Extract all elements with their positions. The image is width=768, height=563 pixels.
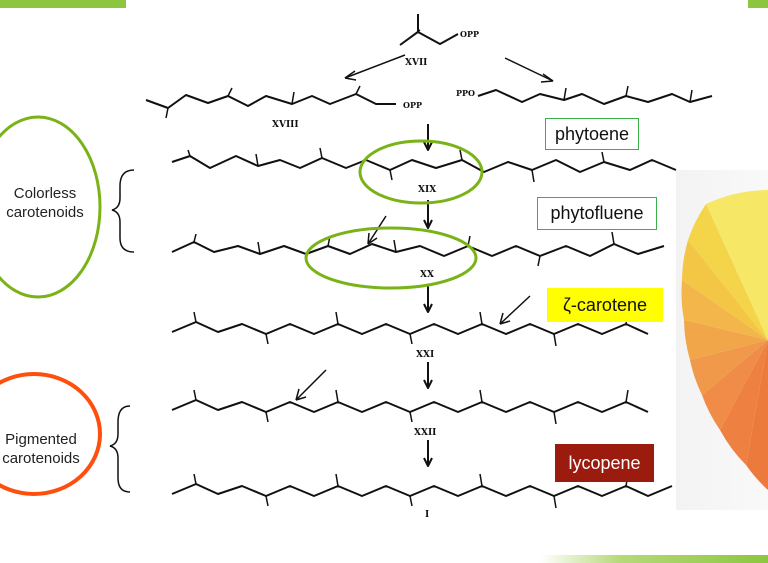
ppo-label: PPO [456,88,475,98]
pigmented-line-2: carotenoids [2,450,80,467]
highlight-oval-xix [358,139,484,205]
compound-label-i: I [425,510,430,520]
top-left-accent-bar [0,0,126,8]
phytofluene-label: phytofluene [537,197,657,230]
highlight-oval-xx [304,226,478,290]
colorless-group-oval [0,115,102,299]
phytoene-label: phytoene [545,118,639,150]
compound-label-xviii: XVIII [272,120,299,130]
colorless-line-1: Colorless [13,185,77,202]
compound-label-xx: XX [420,270,434,280]
compound-label-xix: XIX [418,185,437,195]
pigmented-carotenoids-text: Pigmented carotenoids [0,430,96,468]
compound-label-xxi: XXI [416,350,435,360]
pigmented-group-oval [0,372,102,496]
color-fan-panel [676,170,768,510]
bottom-right-accent-bar [540,555,768,563]
pigmented-brace [109,405,131,493]
pigmented-line-1: Pigmented [5,431,77,448]
colorless-carotenoids-text: Colorless carotenoids [0,184,100,222]
lycopene-label: lycopene [555,444,654,482]
color-fan-graphic [681,190,768,490]
zeta-carotene-label: ζ-carotene [547,288,663,322]
compound-label-xvii: XVII [405,58,428,68]
compound-label-xxii: XXII [414,428,437,438]
colorless-brace [111,169,135,253]
opp-label-top: OPP [460,29,479,39]
top-right-accent-bar [748,0,768,8]
opp-label-xviii: OPP [403,100,422,110]
colorless-line-2: carotenoids [6,204,84,221]
